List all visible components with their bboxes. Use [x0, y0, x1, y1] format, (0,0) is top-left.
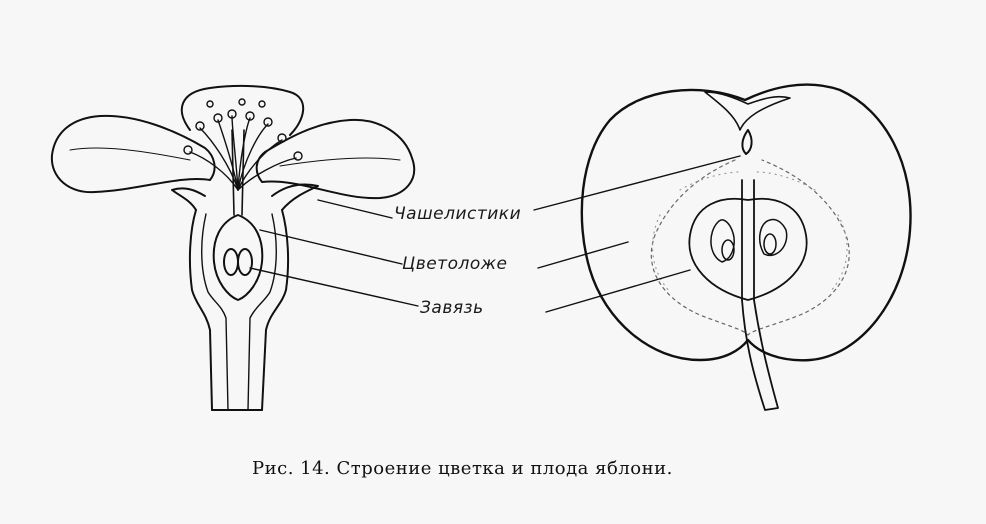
flower-left-sepal — [172, 188, 205, 210]
leader-sepals-flower — [318, 200, 392, 218]
leader-receptacle-flower — [260, 230, 402, 264]
ovule-left — [224, 249, 238, 275]
leader-ovary-flower — [250, 268, 418, 306]
label-receptacle: Цветоложе — [402, 254, 508, 274]
apple-receptacle-boundary — [651, 160, 849, 335]
apple-seeds — [711, 219, 787, 262]
leader-sepals-apple — [534, 156, 740, 210]
apple-flesh-stipple — [653, 172, 847, 292]
apple-outline — [582, 85, 911, 361]
figure-caption: Рис. 14. Строение цветка и плода яблони. — [252, 458, 673, 479]
receptacle-outer — [190, 210, 212, 410]
ovule-right — [238, 249, 252, 275]
flower-right-sepal — [272, 184, 318, 210]
flower-section — [52, 86, 414, 410]
leader-ovary-apple — [546, 270, 690, 312]
leader-receptacle-apple — [538, 242, 628, 268]
label-ovary: Завязь — [420, 298, 484, 318]
apple-section — [582, 85, 911, 410]
apple-core — [689, 199, 806, 300]
label-sepals: Чашелистики — [394, 204, 521, 224]
apple-axis — [742, 180, 754, 300]
